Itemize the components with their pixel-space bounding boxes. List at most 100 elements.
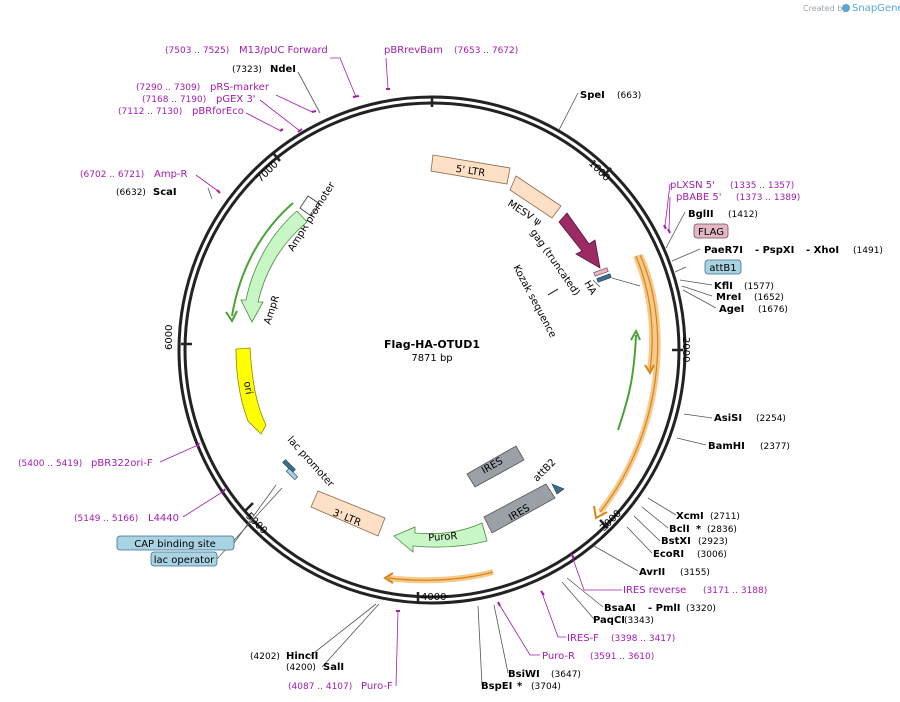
feature-ha[interactable]: HA (581, 267, 612, 297)
feature-mesv-psi[interactable]: MESV ψ (505, 175, 562, 228)
feature-lac-promoter-label: lac promoter (285, 435, 337, 491)
feature-ampr[interactable]: AmpR (240, 210, 308, 326)
feature-3ltr[interactable]: 3' LTR (310, 490, 386, 537)
site-ndei-coord: (7323) (232, 65, 262, 75)
ampr-track-arrow (225, 310, 238, 323)
plasmid-name: Flag-HA-OTUD1 (384, 338, 480, 351)
primer-puror-coord: (3591 .. 3610) (590, 652, 654, 662)
site-xcmi-name[interactable]: XcmI (676, 511, 704, 522)
feature-ires-2[interactable]: IRES (483, 483, 556, 534)
feature-ori-label: ori (241, 381, 254, 396)
flag-box-label: FLAG (698, 227, 724, 238)
feature-5ltr[interactable]: 5' LTR (430, 154, 511, 185)
primer-pbrforeco-coord: (7112 .. 7130) (118, 107, 182, 117)
site-sali-coord: (4200) (286, 663, 316, 673)
site-bsiwi-name[interactable]: BsiWI (508, 669, 540, 680)
site-spei-name[interactable]: SpeI (580, 90, 605, 101)
site-bstxi-name[interactable]: BstXI (661, 536, 691, 547)
primer-purof-coord: (4087 .. 4107) (288, 682, 352, 692)
feature-attb2-label: attB2 (531, 457, 558, 484)
feature-kozak-label: Kozak sequence (510, 263, 558, 339)
leaders (159, 57, 717, 687)
primer-m13-coord: (7503 .. 7525) (165, 46, 229, 56)
snapgene-logo-icon (842, 4, 850, 12)
site-paer7i-name[interactable]: PaeR7I (704, 245, 743, 256)
primer-pbr322-coord: (5400 .. 5419) (18, 459, 82, 469)
primer-iresf-name: IRES-F (567, 633, 599, 644)
site-kfli-name[interactable]: KflI (714, 281, 733, 292)
primer-pbrforeco-name: pBRforEco (192, 106, 244, 117)
primer-pgex-coord: (7168 .. 7190) (142, 95, 206, 105)
created-by-label: Created by (803, 4, 847, 13)
feature-orf-inner[interactable] (633, 254, 656, 376)
attb1-box[interactable]: attB1 (704, 259, 742, 275)
primer-pbrrevbam-name: pBRrevBam (384, 45, 443, 56)
lac-operator-box[interactable]: lac operator (150, 551, 218, 567)
cap-binding-site-label: CAP binding site (134, 539, 216, 550)
flag-box[interactable]: FLAG (693, 223, 729, 239)
site-bsiwi-coord: (3647) (551, 670, 581, 680)
primer-iresf-coord: (3398 .. 3417) (611, 634, 675, 644)
site-asisi-name[interactable]: AsiSI (714, 413, 742, 424)
primer-pbabe-name: pBABE 5' (676, 192, 722, 203)
tick-7000: 7000 (255, 159, 281, 185)
feature-lac-promoter[interactable]: lac promoter (282, 435, 337, 491)
site-paer7i-coord: (1491) (853, 246, 883, 256)
feature-puror-label: PuroR (428, 531, 458, 544)
site-bstxi-coord: (2923) (698, 537, 728, 547)
site-scai-coord: (6632) (116, 188, 146, 198)
site-bsaai-name[interactable]: BsaAI (604, 603, 636, 614)
primer-pgex-name: pGEX 3' (216, 94, 256, 105)
site-paqci-coord: (3343) (624, 616, 654, 626)
primer-l4440-name: L4440 (148, 513, 179, 524)
plasmid-size: 7871 bp (411, 353, 452, 364)
feature-ires-1[interactable]: IRES (466, 445, 525, 488)
feature-ori[interactable]: ori (235, 347, 267, 435)
feature-orf-outer[interactable] (593, 253, 661, 520)
primer-pbabe-coord: (1373 .. 1389) (736, 193, 800, 203)
primer-iresrev-coord: (3171 .. 3188) (703, 586, 767, 596)
site-avrii-coord: (3155) (680, 568, 710, 578)
feature-kozak[interactable]: Kozak sequence (510, 263, 559, 340)
site-bglii-name[interactable]: BglII (688, 209, 714, 220)
site-sali-name[interactable]: SalI (323, 662, 344, 673)
site-pspxi-name[interactable]: - PspXI (755, 245, 794, 256)
primer-pbrrevbam-coord: (7653 .. 7672) (454, 46, 518, 56)
site-bglii-coord: (1412) (728, 210, 758, 220)
site-bspei-name[interactable]: BspEI (481, 681, 512, 692)
feature-5ltr-label: 5' LTR (455, 164, 486, 179)
site-xhoi-name[interactable]: - XhoI (806, 245, 839, 256)
site-agei-coord: (1676) (758, 305, 788, 315)
site-xcmi-coord: (2711) (710, 512, 740, 522)
site-bamhi-name[interactable]: BamHI (708, 441, 745, 452)
site-bspei-coord: (3704) (531, 682, 561, 692)
site-bspei-star: * (517, 681, 523, 692)
feature-green-inner-right[interactable] (617, 328, 641, 431)
primer-prs-coord: (7290 .. 7309) (136, 83, 200, 93)
primer-plxsn-coord: (1335 .. 1357) (730, 181, 794, 191)
site-scai-name[interactable]: ScaI (153, 187, 177, 198)
site-ndei-name[interactable]: NdeI (270, 64, 296, 75)
site-ecori-coord: (3006) (697, 550, 727, 560)
primer-ampr-name: Amp-R (154, 169, 188, 180)
site-paqci-name[interactable]: PaqCI (593, 615, 625, 626)
primer-l4440-coord: (5149 .. 5166) (74, 514, 138, 524)
primer-prs-name: pRS-marker (210, 82, 270, 93)
site-agei-name[interactable]: AgeI (719, 304, 744, 315)
site-asisi-coord: (2254) (756, 414, 786, 424)
site-kfli-coord: (1577) (744, 282, 774, 292)
site-ecori-name[interactable]: EcoRI (653, 549, 684, 560)
tick-1000: 1000 (586, 158, 612, 184)
primer-ampr-coord: (6702 .. 6721) (80, 170, 144, 180)
site-avrii-name[interactable]: AvrII (639, 567, 665, 578)
cap-binding-site-box[interactable]: CAP binding site (116, 535, 235, 551)
feature-orf-bottom[interactable] (383, 569, 494, 584)
feature-puror[interactable]: PuroR (393, 522, 488, 553)
site-pmli-name[interactable]: - PmlI (648, 603, 681, 614)
snapgene-brand: SnapGene (852, 3, 900, 14)
site-mrei-name[interactable]: MreI (716, 292, 741, 303)
primer-purof-name: Puro-F (361, 681, 393, 692)
site-bcli-name[interactable]: BclI (669, 524, 690, 535)
primer-plxsn-name: pLXSN 5' (670, 180, 715, 191)
site-hincii-name[interactable]: HincII (286, 651, 318, 662)
